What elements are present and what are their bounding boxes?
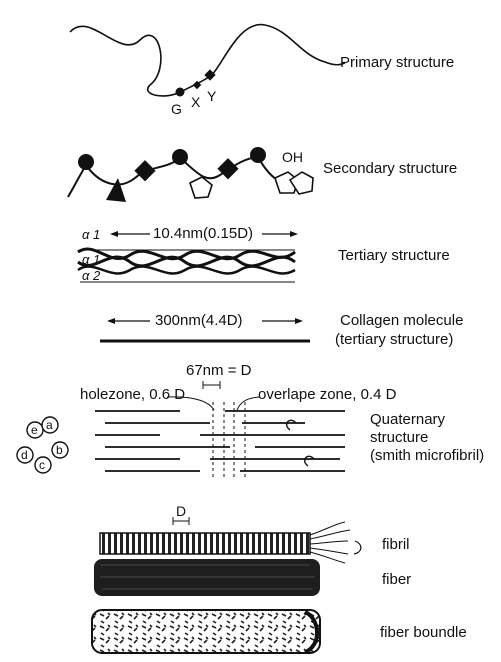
glycine-residue-icon xyxy=(176,88,185,97)
primary-structure-chain xyxy=(70,25,345,97)
cross-section-letter-b: b xyxy=(56,442,63,458)
quaternary-label-line3: (smith microfibril) xyxy=(370,447,484,464)
cross-section-letter-e: e xyxy=(31,422,38,438)
quaternary-label-line2: structure xyxy=(370,429,428,446)
cross-section-letter-a: a xyxy=(46,417,53,433)
triangle-residue-icon xyxy=(106,178,126,202)
glycine-bead-icon xyxy=(172,149,188,165)
tertiary-length-label: 10.4nm(0.15D) xyxy=(153,225,253,242)
residue-g-label: G xyxy=(171,101,182,117)
cross-section-letter-c: c xyxy=(39,457,45,473)
proline-ring-icon xyxy=(190,177,212,198)
glycine-bead-icon xyxy=(78,154,94,170)
primary-structure-label: Primary structure xyxy=(340,54,454,71)
fiber-bundle-label: fiber boundle xyxy=(380,624,467,641)
fibril-bar xyxy=(100,517,361,563)
alpha-chain-label: α 2 xyxy=(82,268,100,283)
overlap-zone-label: overlape zone, 0.4 D xyxy=(258,386,396,403)
fiber-bundle-bar xyxy=(92,610,320,653)
hole-zone-label: holezone, 0.6 D xyxy=(80,386,185,403)
diamond-residue-icon xyxy=(217,158,238,179)
quaternary-array xyxy=(95,411,345,471)
secondary-structure-label: Secondary structure xyxy=(323,160,457,177)
hydroxyl-label: OH xyxy=(282,149,303,165)
collagen-molecule-sublabel: (tertiary structure) xyxy=(335,331,453,348)
period-label: 67nm = D xyxy=(186,362,251,379)
residue-x-label: X xyxy=(191,94,200,110)
cross-section-letter-d: d xyxy=(21,447,28,463)
molecule-length-label: 300nm(4.4D) xyxy=(155,312,243,329)
triple-helix xyxy=(78,249,295,282)
residue-y-label: Y xyxy=(207,88,216,104)
fibril-label: fibril xyxy=(382,536,410,553)
secondary-structure-chain xyxy=(68,147,313,202)
fibril-period-label: D xyxy=(176,503,186,519)
alpha-chain-label: α 1 xyxy=(82,252,100,267)
quaternary-label: Quaternary xyxy=(370,411,445,428)
fiber-bar xyxy=(94,559,320,596)
alpha-chain-label: α 1 xyxy=(82,227,100,242)
collagen-molecule-label: Collagen molecule xyxy=(340,312,463,329)
fiber-label: fiber xyxy=(382,571,411,588)
glycine-bead-icon xyxy=(250,147,266,163)
tertiary-structure-label: Tertiary structure xyxy=(338,247,450,264)
diamond-residue-icon xyxy=(134,160,155,181)
